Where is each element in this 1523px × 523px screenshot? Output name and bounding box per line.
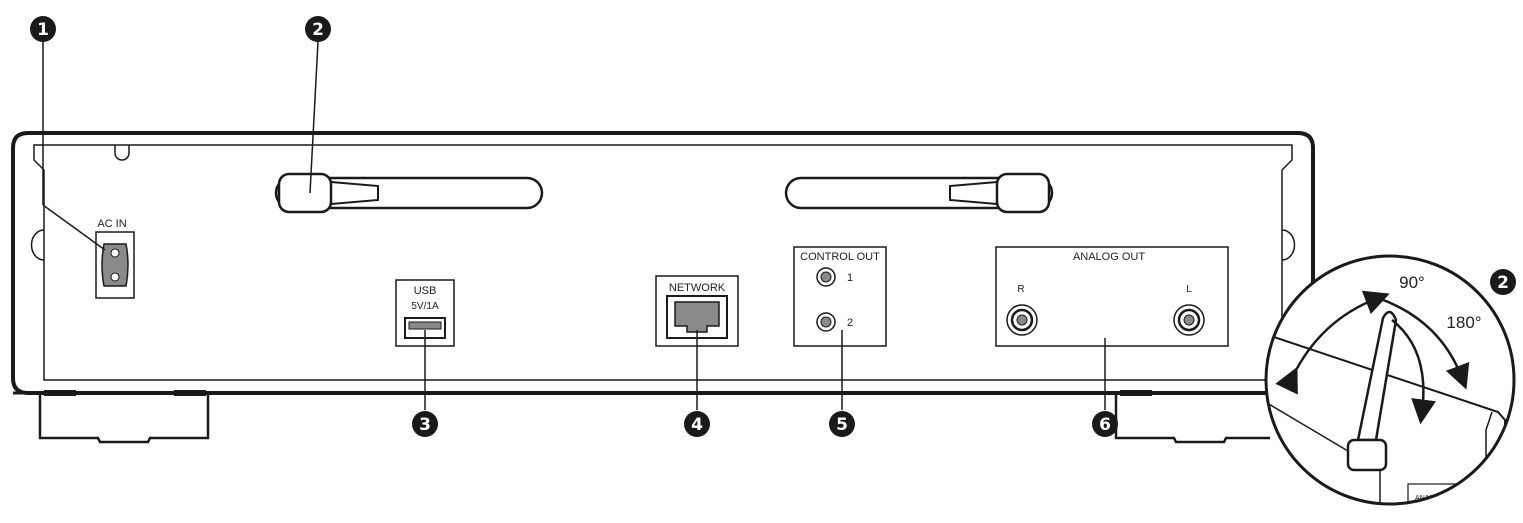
ac-in-label: AC IN xyxy=(97,218,126,230)
analog-r-label: R xyxy=(1017,284,1024,295)
antenna-rotation-inset: ANALOG OUT 90° 180° xyxy=(1264,254,1516,506)
usb-label: USB xyxy=(414,285,437,297)
analog-out-panel: ANALOG OUT R L xyxy=(995,246,1229,347)
control-out-2-label: 2 xyxy=(847,317,853,329)
angle-90-label: 90° xyxy=(1399,273,1425,292)
antenna-left xyxy=(274,172,544,214)
network-label: NETWORK xyxy=(669,282,726,294)
antenna-right xyxy=(784,172,1054,214)
callout-2-inset-number: 2 xyxy=(1497,273,1509,293)
callout-3-number: 3 xyxy=(419,415,431,435)
callout-4-number: 4 xyxy=(691,415,703,435)
callout-6-number: 6 xyxy=(1099,415,1111,435)
callout-2-inset: 2 xyxy=(1490,269,1516,295)
angle-180-label: 180° xyxy=(1446,313,1481,332)
callout-4: 4 xyxy=(684,411,710,437)
callout-6: 6 xyxy=(1092,411,1118,437)
callout-3: 3 xyxy=(412,411,438,437)
usb-rating-label: 5V/1A xyxy=(411,301,439,312)
control-out-panel: CONTROL OUT 1 2 xyxy=(793,246,887,347)
analog-l-label: L xyxy=(1186,284,1192,295)
analog-r-jack xyxy=(1006,304,1038,336)
callout-5-number: 5 xyxy=(836,415,848,435)
callout-5: 5 xyxy=(829,411,855,437)
analog-out-label: ANALOG OUT xyxy=(1073,251,1145,263)
ac-in-connector: AC IN xyxy=(95,218,135,299)
callout-1-number: 1 xyxy=(37,20,49,40)
callout-2-number: 2 xyxy=(312,20,324,40)
foot-left xyxy=(38,395,210,444)
control-out-label: CONTROL OUT xyxy=(800,251,880,263)
foot-right xyxy=(1114,395,1270,444)
analog-l-jack xyxy=(1173,304,1205,336)
callout-2: 2 xyxy=(305,16,331,42)
control-out-1-label: 1 xyxy=(847,272,853,284)
leader-lines xyxy=(42,41,1106,410)
callout-1: 1 xyxy=(30,16,56,42)
